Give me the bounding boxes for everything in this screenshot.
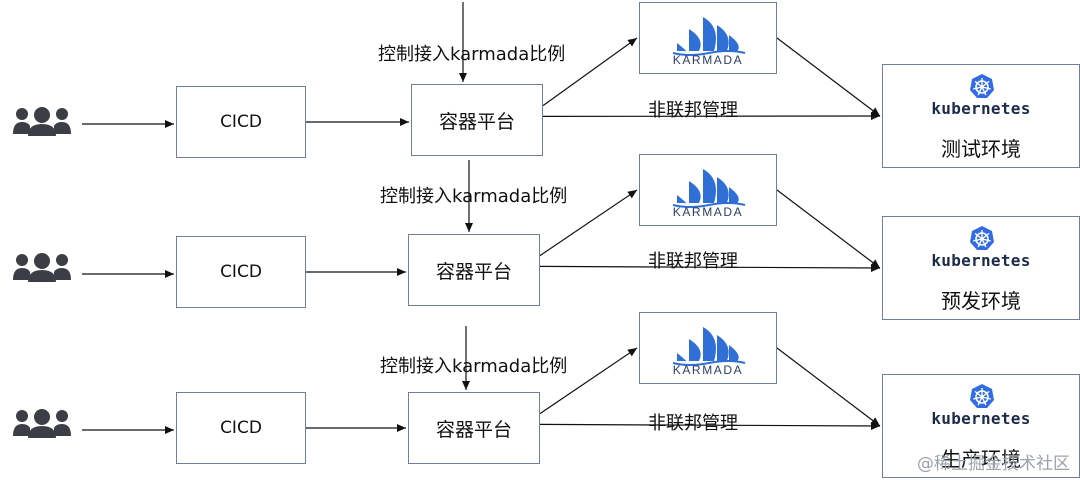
container-platform-box: 容器平台 <box>408 234 540 306</box>
platform-to-karmada-arrow <box>542 37 638 107</box>
karmada-wordmark: KARMADA <box>672 53 744 67</box>
container-platform-label: 容器平台 <box>438 110 515 133</box>
karmada-logo-icon <box>672 169 746 208</box>
kubernetes-label: kubernetes <box>931 99 1031 118</box>
container-platform-label: 容器平台 <box>435 260 512 283</box>
non-federation-label: 非联邦管理 <box>648 251 738 272</box>
kubernetes-icon <box>970 74 994 98</box>
kubernetes-label: kubernetes <box>931 409 1031 428</box>
control-karmada-ratio-label: 控制接入karmada比例 <box>380 186 568 207</box>
karmada-wordmark: KARMADA <box>672 205 744 219</box>
kubernetes-icon <box>970 384 994 408</box>
platform-to-karmada-arrow <box>539 347 638 415</box>
karmada-wordmark: KARMADA <box>672 363 744 377</box>
container-platform-box: 容器平台 <box>408 392 540 464</box>
cicd-label: CICD <box>220 112 262 132</box>
watermark: @稀土掘金技术社区 <box>917 454 1070 474</box>
cicd-label: CICD <box>220 262 262 282</box>
kubernetes-env-box: kubernetes 测试环境 <box>882 64 1080 168</box>
container-platform-label: 容器平台 <box>435 418 512 441</box>
kubernetes-env-box: kubernetes 预发环境 <box>882 216 1080 320</box>
karmada-to-k8s-arrow <box>776 347 881 427</box>
platform-to-k8s-arrow <box>539 421 881 430</box>
kubernetes-label: kubernetes <box>931 251 1031 270</box>
kubernetes-icon <box>970 226 994 250</box>
non-federation-label: 非联邦管理 <box>648 413 738 434</box>
karmada-to-k8s-arrow <box>776 37 881 117</box>
cicd-box: CICD <box>176 392 306 464</box>
environment-label: 预发环境 <box>941 289 1021 313</box>
platform-to-k8s-arrow <box>539 263 881 272</box>
control-karmada-ratio-label: 控制接入karmada比例 <box>378 44 566 65</box>
environment-label: 测试环境 <box>941 137 1021 161</box>
users-icon <box>13 107 71 136</box>
users-icon <box>13 409 71 438</box>
cicd-label: CICD <box>220 418 262 438</box>
karmada-box: KARMADA <box>639 154 777 226</box>
container-platform-box: 容器平台 <box>411 84 543 156</box>
karmada-box: KARMADA <box>639 2 777 74</box>
karmada-box: KARMADA <box>639 312 777 384</box>
non-federation-label: 非联邦管理 <box>648 100 738 121</box>
control-karmada-ratio-label: 控制接入karmada比例 <box>380 356 568 377</box>
karmada-logo-icon <box>672 17 746 56</box>
karmada-to-k8s-arrow <box>776 189 881 269</box>
cicd-box: CICD <box>176 86 306 158</box>
kubernetes-env-box: kubernetes 生产环境 <box>882 374 1080 478</box>
users-icon <box>13 253 71 282</box>
karmada-logo-icon <box>672 327 746 366</box>
cicd-box: CICD <box>176 236 306 308</box>
platform-to-karmada-arrow <box>539 189 638 257</box>
environment-label: 生产环境 <box>941 447 1021 471</box>
